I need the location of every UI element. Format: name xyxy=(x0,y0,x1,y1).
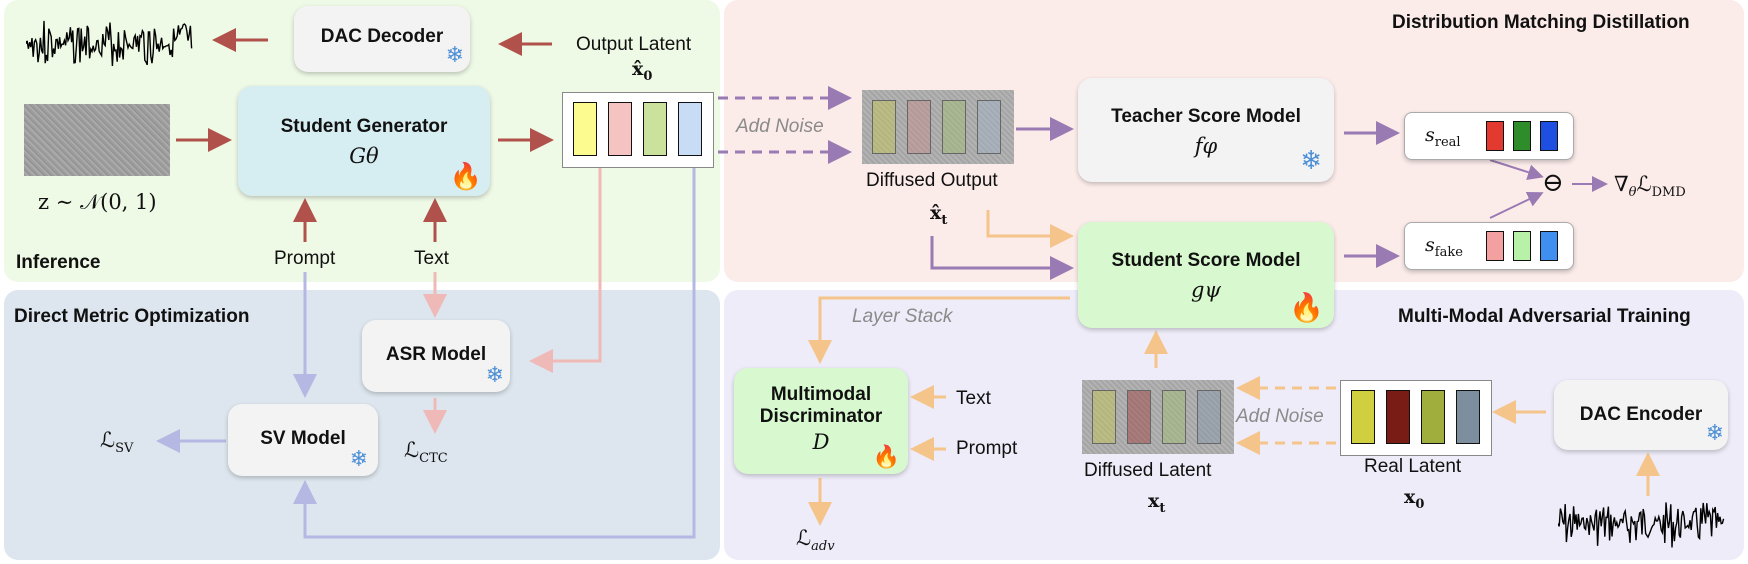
sv-model-label: SV Model xyxy=(260,428,346,449)
latent-token xyxy=(1197,390,1221,444)
latent-token xyxy=(573,102,597,156)
disc-prompt-label: Prompt xyxy=(956,438,1018,459)
noise-image-icon xyxy=(24,104,170,176)
latent-token xyxy=(643,102,667,156)
teacher-score-label: Teacher Score Model xyxy=(1111,106,1301,127)
snowflake-icon: ❄ xyxy=(445,42,464,67)
score-token xyxy=(1540,231,1558,261)
snowflake-icon: ❄ xyxy=(485,362,504,387)
waveform-icon xyxy=(26,20,193,67)
s-real-label: sreal xyxy=(1425,124,1461,150)
dmd-gradient-label: ∇θℒDMD xyxy=(1614,172,1686,201)
noise-input-label: z ∼ 𝒩(0, 1) xyxy=(38,190,157,214)
latent-token xyxy=(1092,390,1116,444)
dmd-title: Distribution Matching Distillation xyxy=(1392,12,1690,33)
disc-text-label: Text xyxy=(956,388,991,409)
teacher-score-symbol: fφ xyxy=(1194,134,1218,158)
loss-sv-label: ℒSV xyxy=(100,428,134,457)
asr-model-box[interactable]: ASR Model ❄ xyxy=(362,320,510,392)
dac-decoder-box[interactable]: DAC Decoder ❄ xyxy=(294,6,470,72)
latent-token xyxy=(942,100,966,154)
flame-icon: 🔥 xyxy=(449,161,482,191)
latent-token xyxy=(678,102,702,156)
adversarial-title: Multi-Modal Adversarial Training xyxy=(1398,306,1691,327)
dac-decoder-label: DAC Decoder xyxy=(320,26,444,47)
add-noise-label: Add Noise xyxy=(736,116,824,137)
latent-token xyxy=(1456,390,1480,444)
latent-token xyxy=(977,100,1001,154)
layer-stack-label: Layer Stack xyxy=(852,306,953,327)
score-token xyxy=(1513,231,1531,261)
latent-token xyxy=(872,100,896,154)
inference-title: Inference xyxy=(16,252,101,273)
snowflake-icon: ❄ xyxy=(349,446,368,471)
diffused-latent-tokens xyxy=(1082,380,1234,454)
diffused-latent-label: Diffused Latent xyxy=(1084,460,1212,481)
s-fake-box: sfake xyxy=(1404,222,1574,270)
output-latent-symbol: x̂0 xyxy=(632,58,653,84)
teacher-score-model-box[interactable]: Teacher Score Model fφ ❄ xyxy=(1078,78,1334,182)
s-fake-label: sfake xyxy=(1425,234,1463,260)
add-noise-label-2: Add Noise xyxy=(1236,406,1324,427)
s-real-box: sreal xyxy=(1404,112,1574,160)
direct-metric-title: Direct Metric Optimization xyxy=(14,306,250,327)
asr-model-label: ASR Model xyxy=(385,344,487,365)
minus-operator: ⊖ xyxy=(1542,168,1564,198)
student-score-model-box[interactable]: Student Score Model gψ 🔥 xyxy=(1078,222,1334,328)
discriminator-line1: Multimodal xyxy=(770,384,872,405)
latent-token xyxy=(1421,390,1445,444)
latent-token xyxy=(608,102,632,156)
flame-icon: 🔥 xyxy=(872,444,900,469)
diffused-output-tokens xyxy=(862,90,1014,164)
student-generator-symbol: Gθ xyxy=(349,144,379,168)
loss-adv-label: ℒadv xyxy=(796,526,835,555)
score-token xyxy=(1513,121,1531,151)
latent-token xyxy=(1162,390,1186,444)
snowflake-icon: ❄ xyxy=(1705,420,1724,445)
dac-encoder-box[interactable]: DAC Encoder ❄ xyxy=(1554,380,1728,450)
prompt-label: Prompt xyxy=(274,248,336,269)
text-label: Text xyxy=(414,248,449,269)
snowflake-icon: ❄ xyxy=(1300,145,1322,175)
waveform-icon xyxy=(1558,502,1725,548)
flame-icon: 🔥 xyxy=(1289,292,1324,323)
student-generator-label: Student Generator xyxy=(280,116,448,137)
discriminator-symbol: D xyxy=(812,430,830,454)
latent-token xyxy=(907,100,931,154)
output-latent-tokens xyxy=(562,92,714,168)
real-latent-label: Real Latent xyxy=(1364,456,1462,477)
real-latent-tokens xyxy=(1340,380,1492,456)
multimodal-discriminator-box[interactable]: Multimodal Discriminator D 🔥 xyxy=(734,368,908,474)
real-latent-symbol: x0 xyxy=(1404,486,1425,512)
latent-token xyxy=(1351,390,1375,444)
student-score-symbol: gψ xyxy=(1191,278,1221,302)
output-latent-label: Output Latent xyxy=(576,34,692,55)
score-token xyxy=(1486,231,1504,261)
loss-ctc-label: ℒCTC xyxy=(404,438,448,467)
score-token xyxy=(1486,121,1504,151)
student-generator-box[interactable]: Student Generator Gθ 🔥 xyxy=(238,86,490,196)
discriminator-line2: Discriminator xyxy=(759,406,883,427)
sv-model-box[interactable]: SV Model ❄ xyxy=(228,404,378,476)
latent-token xyxy=(1386,390,1410,444)
diffused-output-symbol: x̂t xyxy=(930,202,948,228)
diffused-output-label: Diffused Output xyxy=(866,170,998,191)
score-token xyxy=(1540,121,1558,151)
dac-encoder-label: DAC Encoder xyxy=(1579,404,1703,425)
student-score-label: Student Score Model xyxy=(1111,250,1301,271)
diffused-latent-symbol: xt xyxy=(1148,490,1166,516)
latent-token xyxy=(1127,390,1151,444)
